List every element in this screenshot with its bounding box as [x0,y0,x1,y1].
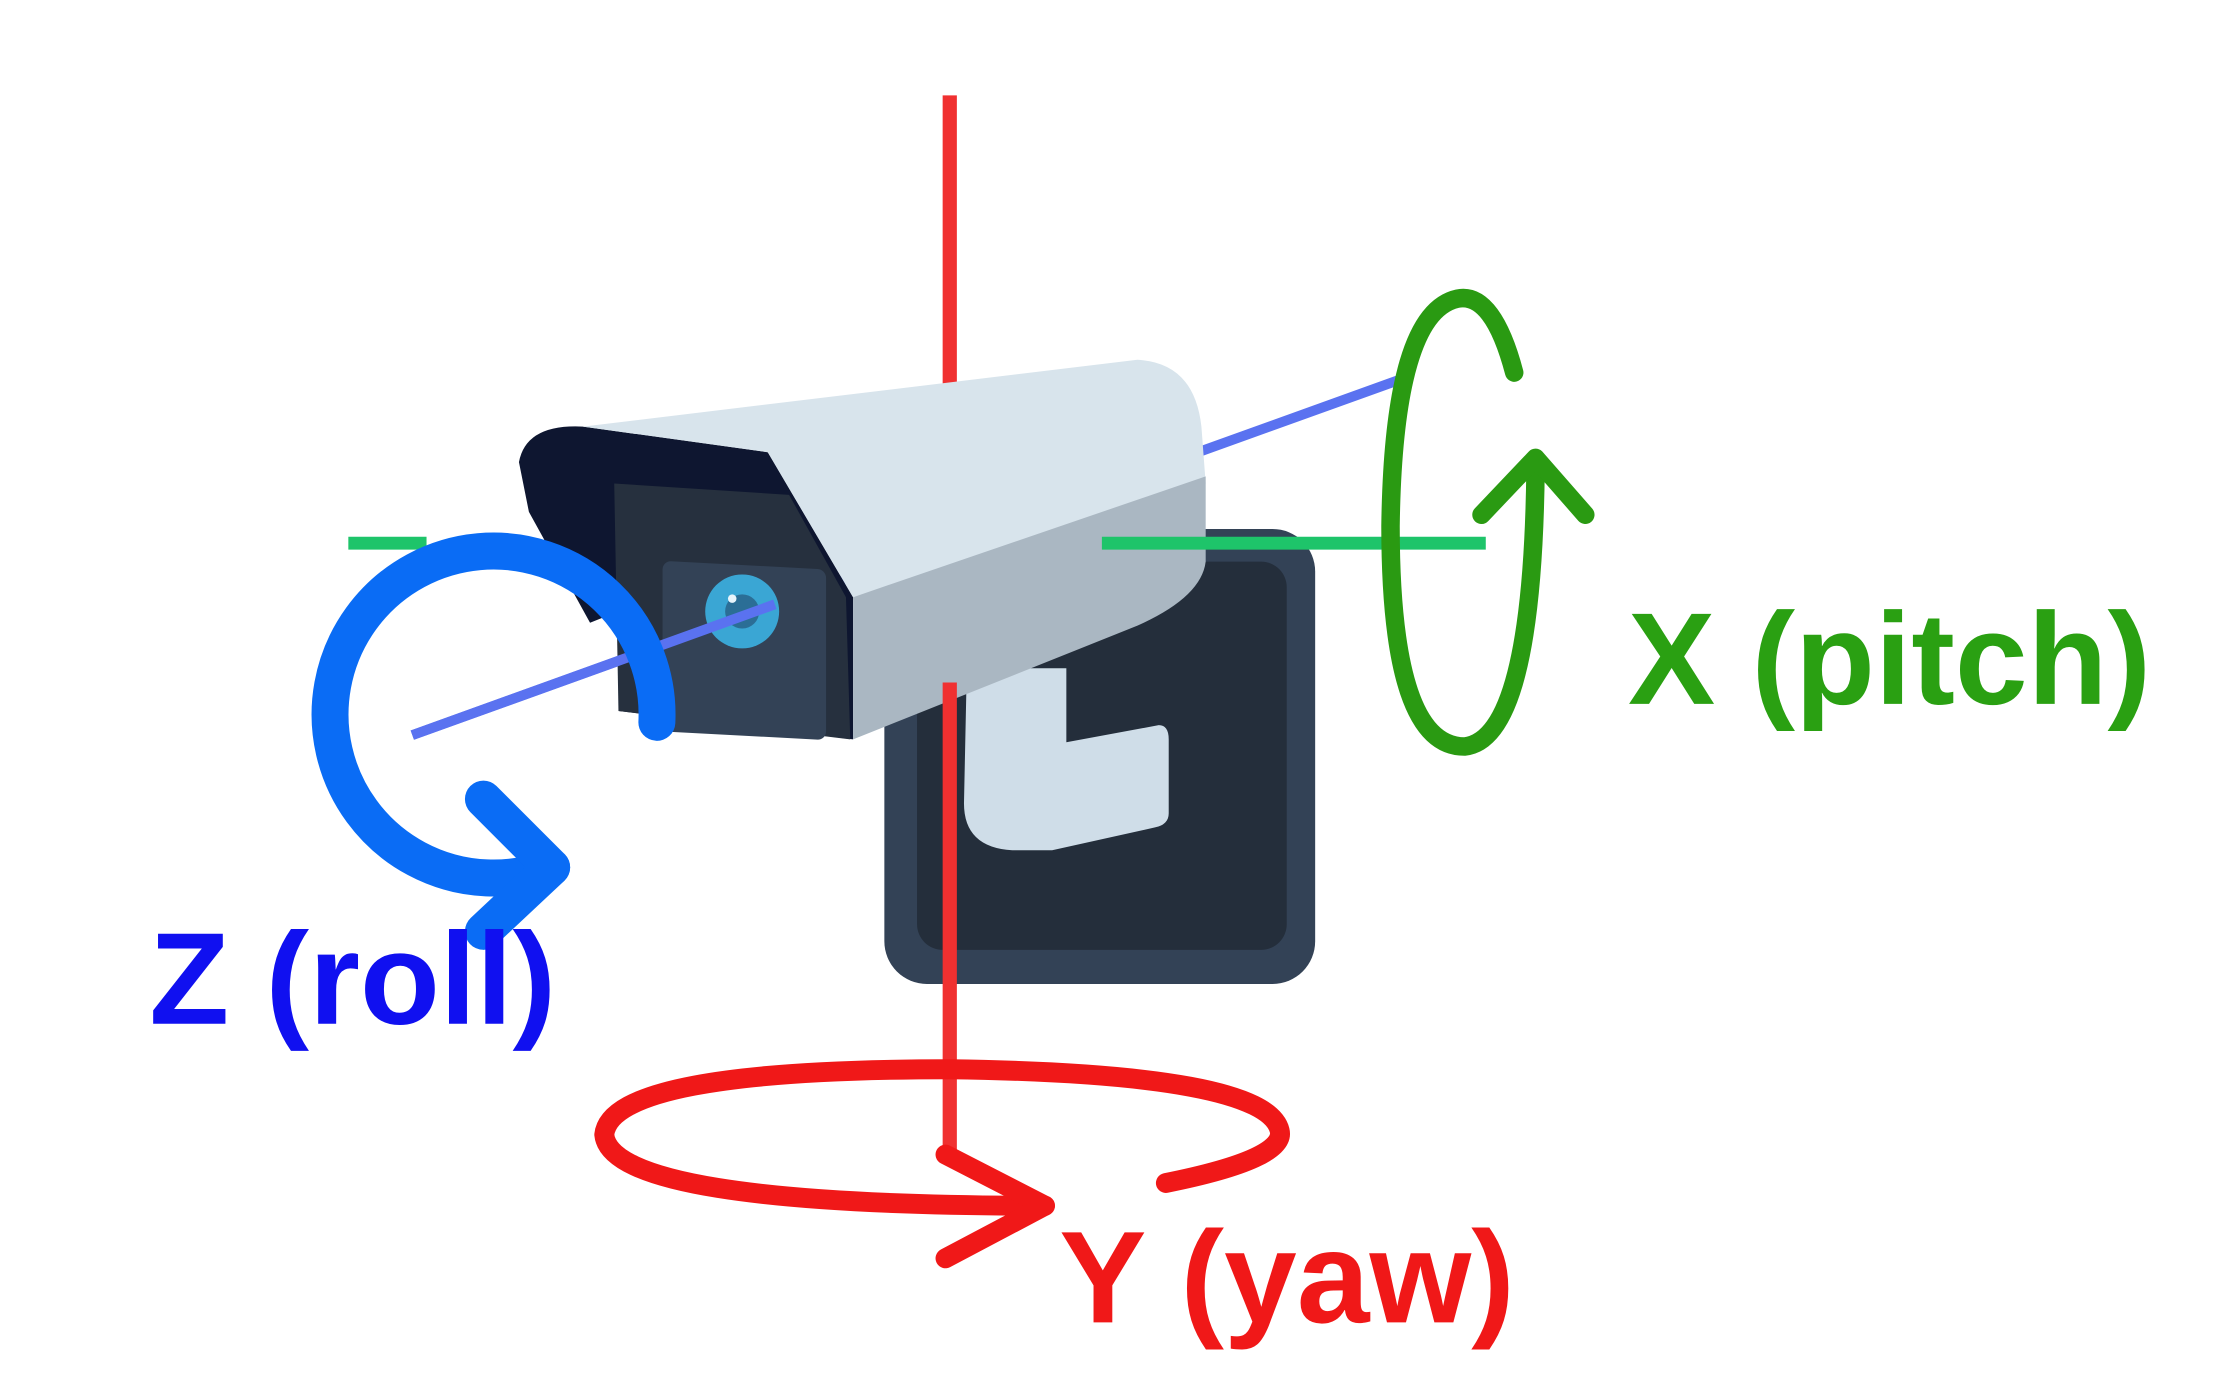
roll-rotation-arrow [311,532,676,950]
x-pitch-label: X (pitch) [1628,586,2151,732]
pitch-rotation-arrow [1381,288,1595,756]
yaw-rotation-arrow [594,1059,1290,1269]
z-roll-label: Z (roll) [149,906,556,1052]
z-axis-line-front [410,599,777,740]
y-yaw-label: Y (yaw) [1059,1204,1515,1350]
security-camera-icon [518,359,1316,984]
